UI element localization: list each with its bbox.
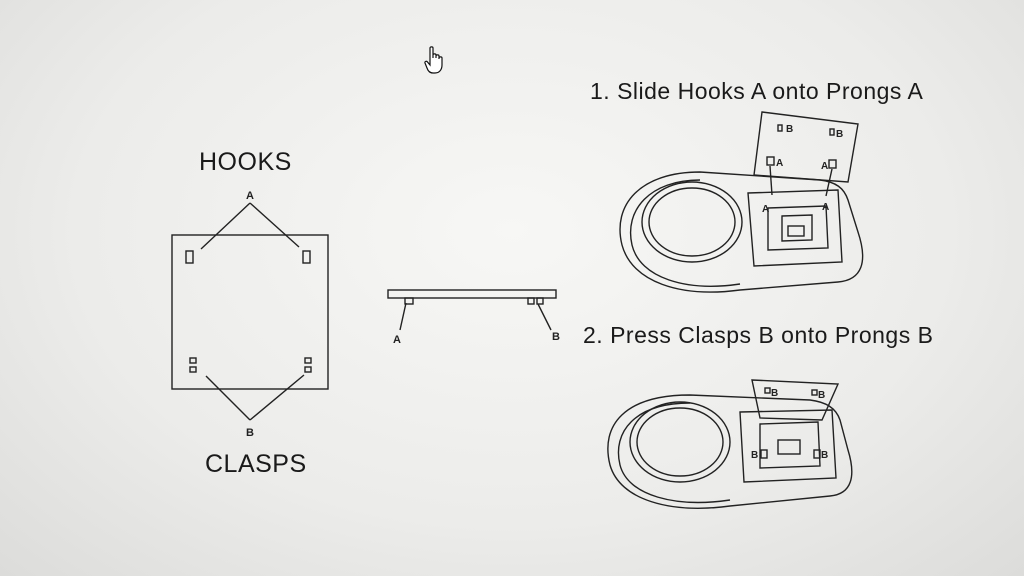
step1-prong-tab bbox=[787, 225, 805, 237]
step1-label-a3: A bbox=[762, 204, 769, 215]
clasp-b-right-bottom bbox=[304, 366, 312, 373]
side-callout-a bbox=[399, 302, 407, 331]
step1-guide-line-2 bbox=[825, 168, 833, 197]
step1-base-inner-edge bbox=[630, 179, 741, 287]
step1-plate-hook-1 bbox=[766, 156, 775, 166]
step2-mount-socket bbox=[759, 421, 821, 469]
step2-label-b4: B bbox=[821, 450, 828, 461]
step2-round-cup bbox=[629, 401, 731, 483]
clasp-b-right-top bbox=[304, 357, 312, 364]
step1-round-cup bbox=[641, 181, 743, 263]
step2-prong-tab bbox=[777, 439, 801, 455]
hand-pointer-icon bbox=[424, 46, 443, 74]
step1-plate-clasp-2 bbox=[829, 128, 835, 136]
step2-clasp-right bbox=[813, 449, 821, 459]
plate-outline bbox=[171, 234, 329, 390]
callout-line-b-left bbox=[205, 375, 251, 421]
step1-mount-well bbox=[747, 189, 843, 267]
step2-label-b1: B bbox=[771, 388, 778, 399]
side-clasp-b2 bbox=[536, 297, 544, 305]
step1-label-b2: B bbox=[836, 129, 843, 140]
clasps-title: CLASPS bbox=[205, 450, 307, 478]
plate-side-view bbox=[387, 289, 557, 331]
step1-guide-line-1 bbox=[769, 165, 773, 196]
step1-floating-plate bbox=[753, 111, 859, 183]
step1-label-b1: B bbox=[786, 124, 793, 135]
callout-label-b: B bbox=[246, 427, 254, 439]
step1-plate-clasp-1 bbox=[777, 124, 783, 132]
step1-mount-prong bbox=[781, 214, 813, 242]
step2-illustration bbox=[607, 379, 853, 509]
step2-clasp-left bbox=[760, 449, 768, 459]
step1-label-a1: A bbox=[776, 158, 783, 169]
side-label-b: B bbox=[552, 331, 560, 343]
step2-pressing-plate bbox=[751, 379, 840, 421]
step2-instruction: 2. Press Clasps B onto Prongs B bbox=[583, 322, 934, 348]
step1-label-a4: A bbox=[822, 202, 829, 213]
side-clasp-b1 bbox=[527, 297, 535, 305]
hooks-title: HOOKS bbox=[199, 148, 292, 176]
side-callout-b bbox=[537, 303, 552, 331]
step1-plate-hook-2 bbox=[828, 159, 837, 169]
clasp-b-left-bottom bbox=[189, 366, 197, 373]
step1-instruction: 1. Slide Hooks A onto Prongs A bbox=[590, 78, 924, 104]
step2-label-b3: B bbox=[751, 450, 758, 461]
step1-mount-socket bbox=[767, 205, 829, 251]
callout-line-a-right bbox=[249, 202, 300, 248]
step2-mount-well bbox=[739, 409, 837, 483]
side-hook-a bbox=[404, 297, 414, 305]
step2-plate-clasp-1 bbox=[764, 387, 771, 394]
plate-top-view bbox=[171, 202, 329, 421]
step2-base-inner-edge bbox=[617, 402, 731, 504]
step1-illustration bbox=[619, 111, 864, 293]
step1-round-cup-inner bbox=[648, 187, 736, 257]
step2-label-b2: B bbox=[818, 390, 825, 401]
callout-line-b-right bbox=[249, 374, 305, 421]
side-plate bbox=[387, 289, 557, 299]
step1-base-outline bbox=[619, 171, 864, 293]
callout-line-a-left bbox=[200, 202, 251, 250]
step2-base-outline bbox=[607, 394, 853, 509]
step2-plate-clasp-2 bbox=[811, 389, 818, 396]
hook-a-left bbox=[185, 250, 194, 264]
clasp-b-left-top bbox=[189, 357, 197, 364]
callout-label-a: A bbox=[246, 190, 254, 202]
step2-round-cup-inner bbox=[636, 407, 724, 477]
step1-label-a2: A bbox=[821, 161, 828, 172]
hook-a-right bbox=[302, 250, 311, 264]
side-label-a: A bbox=[393, 334, 401, 346]
